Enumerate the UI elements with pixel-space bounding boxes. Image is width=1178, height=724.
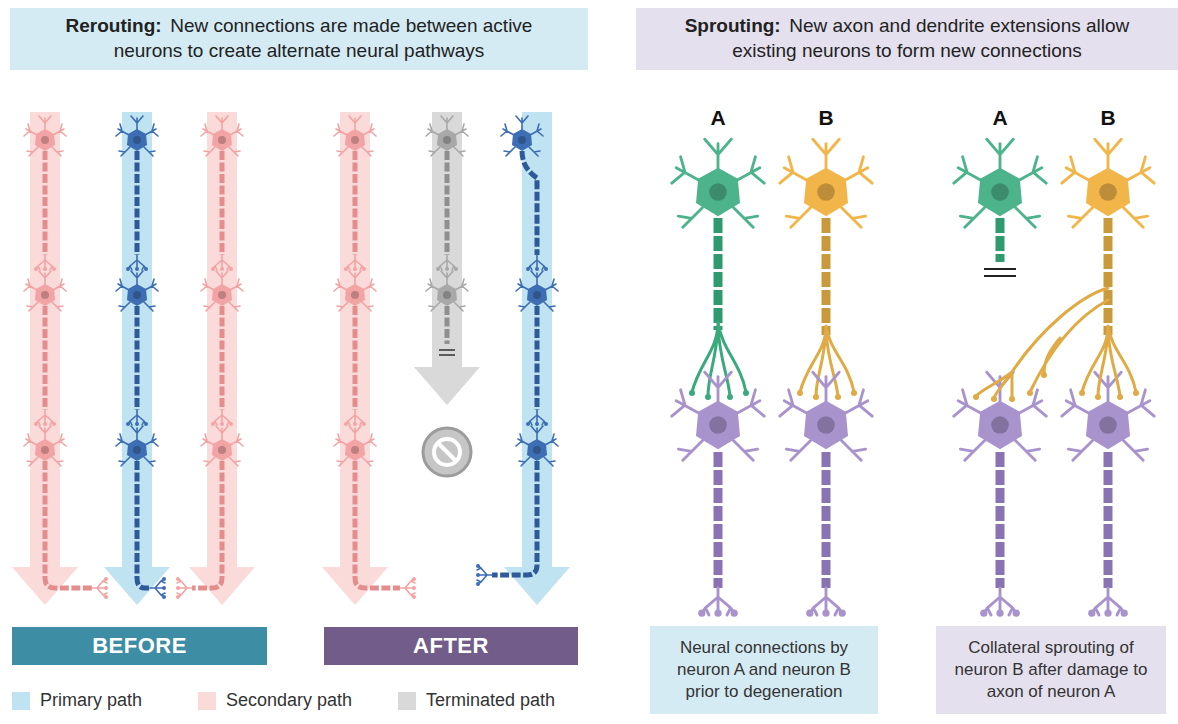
caption-box: Neural connections by neuron A and neuro…	[650, 626, 878, 714]
text-wrap: Sprouting:New axon and dendrite extensio…	[672, 14, 1142, 63]
heading-text: Rerouting:	[66, 15, 162, 36]
text-wrap: Rerouting:New connections are made betwe…	[46, 14, 552, 63]
stage-bar: AFTER	[324, 627, 578, 665]
body-text: Collateral sprouting of neuron B after d…	[948, 637, 1154, 703]
path-arrows-after	[322, 112, 570, 605]
neuron-letter: A	[980, 106, 1020, 130]
neuron-a-damaged	[954, 139, 1046, 276]
neuron-a-before	[672, 139, 764, 400]
body-text: BEFORE	[92, 633, 187, 659]
legend-item: Primary path	[12, 690, 142, 711]
stage-bar: BEFORE	[12, 627, 267, 665]
body-text: New axon and dendrite extensions allow e…	[732, 15, 1129, 61]
legend-item: Secondary path	[198, 690, 352, 711]
neuron-b-before	[780, 139, 872, 400]
legend-text: Primary path	[40, 690, 142, 711]
legend-text: Terminated path	[426, 690, 555, 711]
caption-box: Collateral sprouting of neuron B after d…	[936, 626, 1166, 714]
neuron-letter: A	[698, 106, 738, 130]
header-band: Sprouting:New axon and dendrite extensio…	[636, 8, 1178, 70]
neuron-b-sprouting	[973, 139, 1154, 402]
no-symbol	[423, 428, 471, 476]
legend-text: Secondary path	[226, 690, 352, 711]
primary-neurons	[116, 116, 558, 599]
neuron-letter: B	[806, 106, 846, 130]
neuron-letter: B	[1088, 106, 1128, 130]
header-band: Rerouting:New connections are made betwe…	[10, 8, 588, 70]
body-text: Neural connections by neuron A and neuro…	[662, 637, 866, 703]
target-neurons	[672, 372, 1154, 617]
heading-text: Sprouting:	[685, 15, 781, 36]
legend-item: Terminated path	[398, 690, 555, 711]
body-text: New connections are made between active …	[114, 15, 533, 61]
path-arrows-before	[12, 112, 255, 605]
legend-swatch	[12, 692, 30, 710]
secondary-neurons	[24, 116, 416, 599]
legend-swatch	[398, 692, 416, 710]
body-text: AFTER	[413, 633, 489, 659]
terminated-neurons	[426, 116, 468, 355]
legend-swatch	[198, 692, 216, 710]
